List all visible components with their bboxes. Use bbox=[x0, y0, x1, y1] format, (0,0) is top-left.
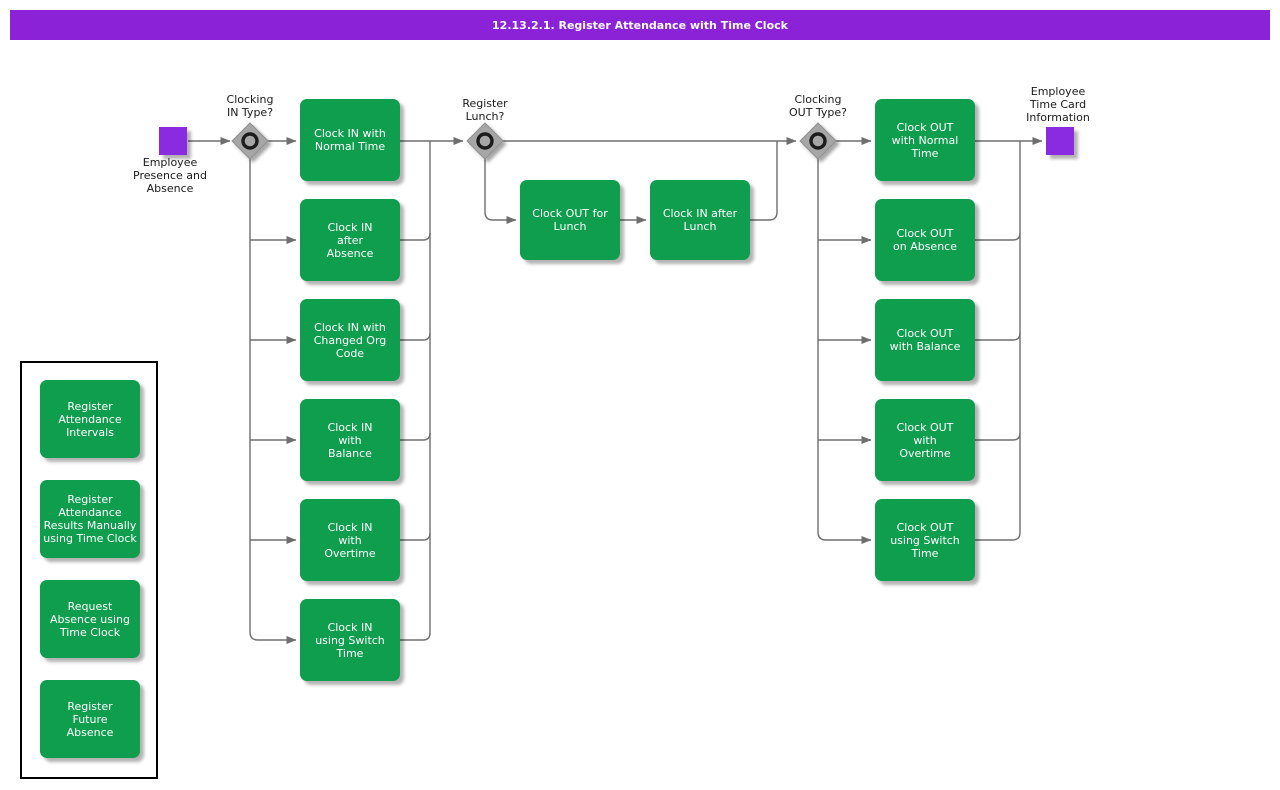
task-clock-out-with-overtime[interactable]: Clock OUT with Overtime bbox=[875, 399, 975, 481]
legend-item-register-future-absence[interactable]: Register Future Absence bbox=[40, 680, 140, 758]
start-event-label: Employee Presence and Absence bbox=[133, 156, 207, 195]
end-event-label: Employee Time Card Information bbox=[1026, 85, 1090, 124]
start-event-square[interactable] bbox=[159, 127, 187, 155]
connector-in-collector-stub-6 bbox=[400, 632, 431, 641]
gateway-register-lunch bbox=[466, 122, 504, 160]
connector-in-collector-stub-5 bbox=[400, 532, 431, 541]
connector-out-collector-stub-4 bbox=[975, 432, 1021, 441]
connector-out-branch-spine bbox=[817, 159, 872, 544]
connector-out-collector-stub-3 bbox=[975, 332, 1021, 341]
legend-panel: Register Attendance Intervals Register A… bbox=[20, 361, 158, 779]
gateway-shapes bbox=[231, 122, 837, 160]
gateway-clocking-out-type bbox=[799, 122, 837, 160]
connector-in-collector-stub-4 bbox=[400, 432, 431, 441]
connector-in-collector-stub-3 bbox=[400, 332, 431, 341]
gateway-label-register-lunch: Register Lunch? bbox=[462, 97, 508, 123]
connector-out-collector-stub-2 bbox=[975, 232, 1021, 241]
gateway-label-clocking-out-type: Clocking OUT Type? bbox=[788, 93, 848, 119]
connector-in-branch-spine bbox=[249, 159, 297, 644]
legend-item-register-attendance-intervals[interactable]: Register Attendance Intervals bbox=[40, 380, 140, 458]
task-clock-out-with-balance[interactable]: Clock OUT with Balance bbox=[875, 299, 975, 381]
gateway-circle-icon bbox=[809, 132, 827, 150]
legend-item-request-absence-using-time-clock[interactable]: Request Absence using Time Clock bbox=[40, 580, 140, 658]
task-clock-in-after-absence[interactable]: Clock IN after Absence bbox=[300, 199, 400, 281]
task-clock-in-after-lunch[interactable]: Clock IN after Lunch bbox=[650, 180, 750, 260]
task-clock-in-with-changed-org-code[interactable]: Clock IN with Changed Org Code bbox=[300, 299, 400, 381]
gateway-clocking-in-type bbox=[231, 122, 269, 160]
title-bar: 12.13.2.1. Register Attendance with Time… bbox=[10, 10, 1270, 40]
task-clock-in-with-overtime[interactable]: Clock IN with Overtime bbox=[300, 499, 400, 581]
gateway-circle-icon bbox=[241, 132, 259, 150]
task-clock-in-using-switch-time[interactable]: Clock IN using Switch Time bbox=[300, 599, 400, 681]
connector-lunch-gateway-down bbox=[484, 159, 517, 224]
connector-in-collector-stub-2 bbox=[400, 232, 431, 241]
connector-out-collector-stub-5 bbox=[975, 532, 1021, 541]
end-event-square[interactable] bbox=[1046, 127, 1074, 155]
gateway-label-clocking-in-type: Clocking IN Type? bbox=[226, 93, 274, 119]
task-clock-out-using-switch-time[interactable]: Clock OUT using Switch Time bbox=[875, 499, 975, 581]
task-clock-out-with-normal-time[interactable]: Clock OUT with Normal Time bbox=[875, 99, 975, 181]
gateway-circle-icon bbox=[476, 132, 494, 150]
task-clock-out-for-lunch[interactable]: Clock OUT for Lunch bbox=[520, 180, 620, 260]
flow-connectors bbox=[188, 137, 1043, 644]
page-title: 12.13.2.1. Register Attendance with Time… bbox=[492, 18, 788, 32]
connector-lunch2-return bbox=[750, 141, 778, 221]
task-clock-out-on-absence[interactable]: Clock OUT on Absence bbox=[875, 199, 975, 281]
task-clock-in-with-normal-time[interactable]: Clock IN with Normal Time bbox=[300, 99, 400, 181]
task-clock-in-with-balance[interactable]: Clock IN with Balance bbox=[300, 399, 400, 481]
legend-item-register-attendance-results-manually[interactable]: Register Attendance Results Manually usi… bbox=[40, 480, 140, 558]
